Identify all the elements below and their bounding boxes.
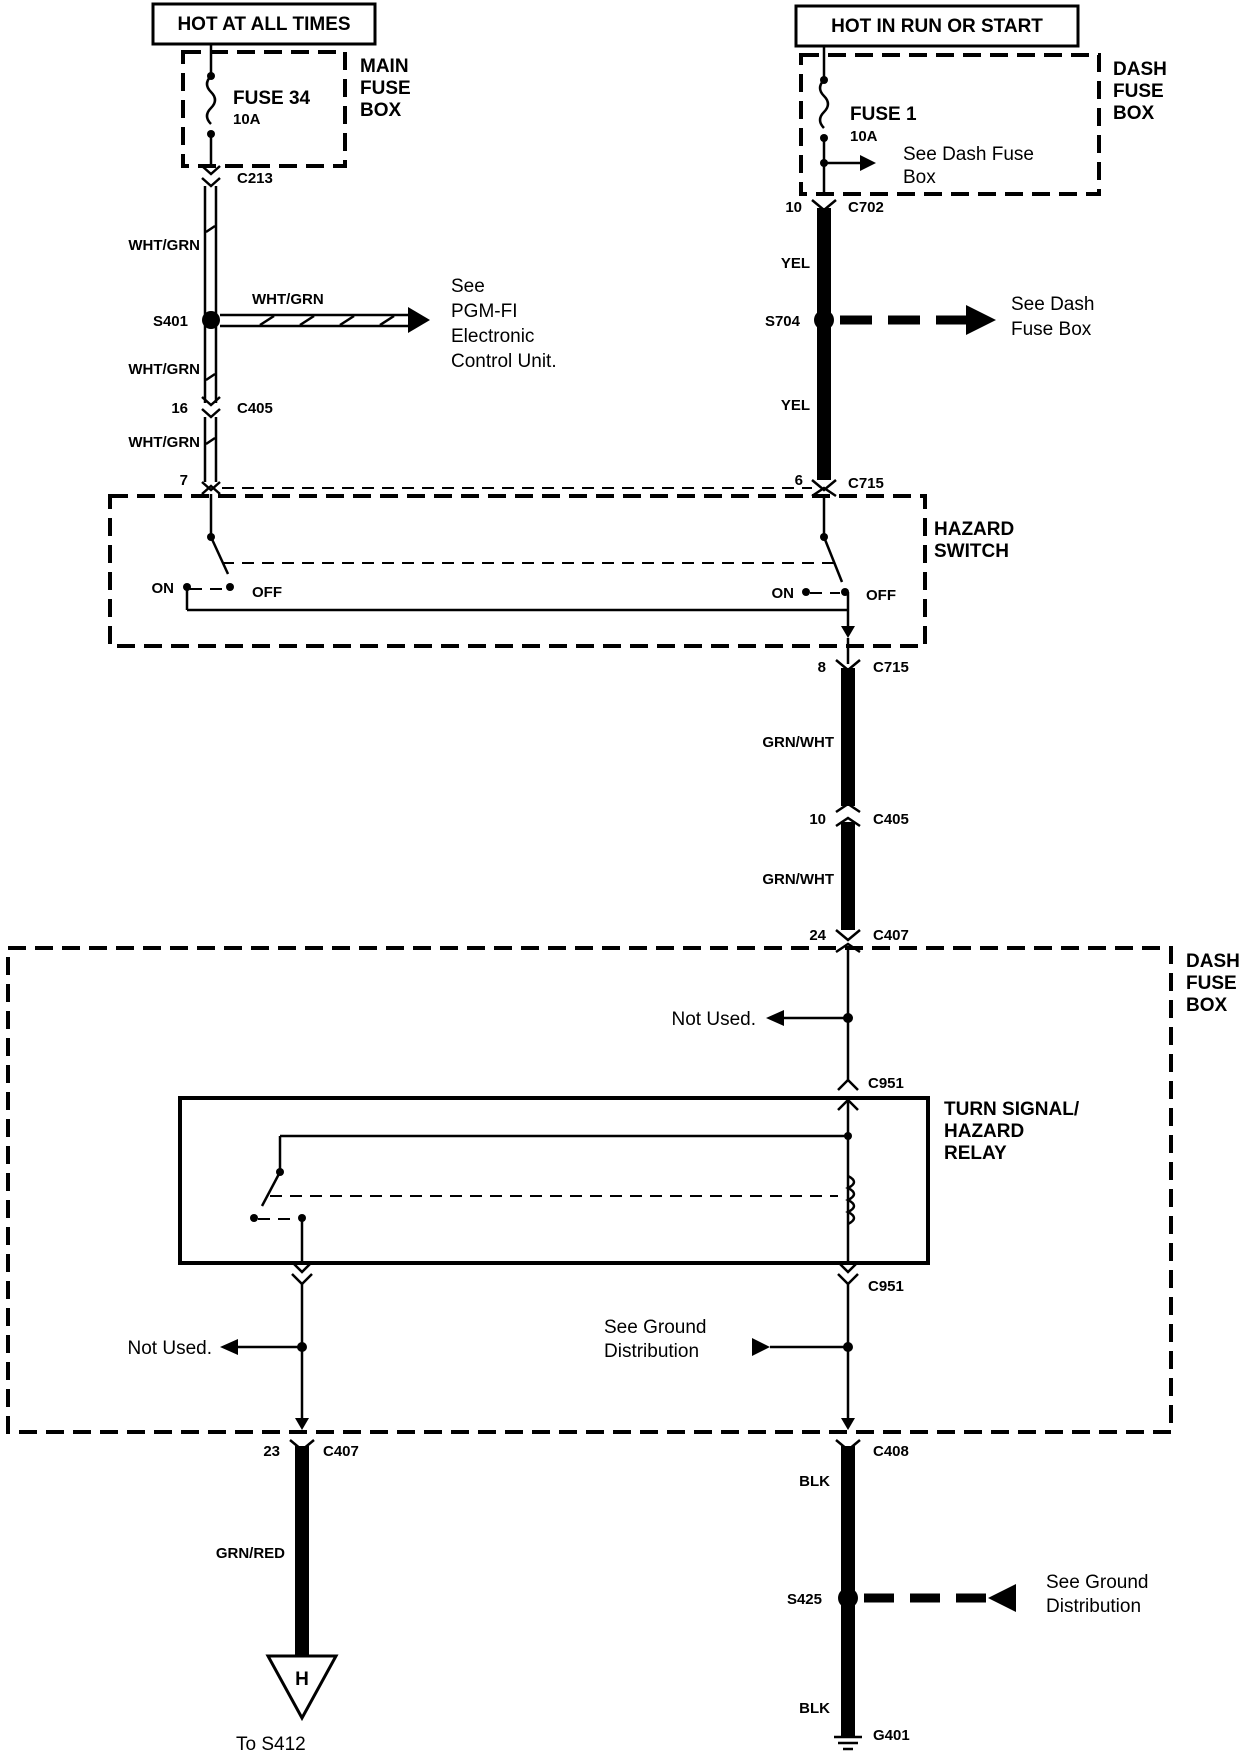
pin-7-label: 7 xyxy=(180,472,188,489)
g401-label: G401 xyxy=(873,1727,910,1744)
c405-pin-16: 16 xyxy=(171,400,188,417)
fuse-34-rating: 10A xyxy=(233,111,261,128)
wht-grn-branch-label: WHT/GRN xyxy=(252,291,324,308)
relay-coil xyxy=(845,1174,856,1226)
dash-fuse-box-bottom-label: DASH FUSE BOX xyxy=(1186,951,1245,1016)
turn-signal-relay xyxy=(178,1096,930,1265)
relay-label: TURN SIGNAL/ HAZARD RELAY xyxy=(944,1099,1084,1164)
hazard-on-left: ON xyxy=(152,580,175,597)
dash-fuse-box-top: DASH FUSE BOX FUSE 1 10A See Dash Fuse B… xyxy=(799,46,1172,196)
wht-grn-label-3: WHT/GRN xyxy=(128,434,200,451)
hot-at-all-times-label: HOT AT ALL TIMES xyxy=(177,14,350,35)
s704-splice xyxy=(814,310,834,330)
c405-label-bottom: C405 xyxy=(873,811,909,828)
not-used-top-arrow xyxy=(766,1010,784,1026)
s401-label: S401 xyxy=(153,313,188,330)
see-dash-fuse-note-2: See Dash Fuse Box xyxy=(1011,294,1100,340)
connector-h-symbol xyxy=(265,1654,339,1722)
c407-label-bottom: C407 xyxy=(323,1443,359,1460)
pin-10-label: 10 xyxy=(809,811,826,828)
hazard-on-right: ON xyxy=(772,585,795,602)
output-left: 23 C407 GRN/RED H To S412 xyxy=(216,1439,359,1754)
hazard-off-right: OFF xyxy=(866,587,896,604)
see-dash-fuse-arrow-2 xyxy=(966,305,996,335)
fuse-34-label: FUSE 34 xyxy=(233,88,311,109)
main-fuse-box: MAIN FUSE BOX FUSE 34 10A xyxy=(181,44,416,168)
c405-label-top: C405 xyxy=(237,400,273,417)
pgm-fi-arrow xyxy=(408,307,430,333)
pin-8-label: 8 xyxy=(818,659,826,676)
fuse-1-symbol xyxy=(818,79,830,129)
see-ground-note-1: See Ground Distribution xyxy=(604,1317,712,1362)
hazard-switch-label: HAZARD SWITCH xyxy=(934,519,1020,562)
dash-fuse-box-top-label: DASH FUSE BOX xyxy=(1113,59,1172,124)
s425-splice xyxy=(838,1588,858,1608)
blk-label-1: BLK xyxy=(799,1473,830,1490)
hot-in-run-label: HOT IN RUN OR START xyxy=(831,16,1043,37)
dash-fuse-box-bottom: DASH FUSE BOX Not Used. C951 TURN SIGNAL… xyxy=(6,946,1245,1434)
c213-label: C213 xyxy=(237,170,273,187)
not-used-left-arrow xyxy=(220,1339,238,1355)
grn-wht-label-1: GRN/WHT xyxy=(762,734,834,751)
not-used-top: Not Used. xyxy=(672,1009,756,1030)
not-used-left: Not Used. xyxy=(128,1338,212,1359)
lower-wire-run: 8 C715 GRN/WHT 10 C405 GRN/WHT 24 C407 xyxy=(762,638,909,954)
terminal-h: H xyxy=(295,1669,309,1690)
see-dash-fuse-arrow xyxy=(860,155,876,171)
c702-label: C702 xyxy=(848,199,884,216)
ground-symbol xyxy=(834,1735,862,1751)
yel-label-2: YEL xyxy=(781,397,810,414)
c715-label-top: C715 xyxy=(848,475,884,492)
fuse-1-label: FUSE 1 xyxy=(850,104,917,125)
grn-wht-label-2: GRN/WHT xyxy=(762,871,834,888)
hazard-off-left: OFF xyxy=(252,584,282,601)
pin-24-label: 24 xyxy=(809,927,826,944)
fuse-1-rating: 10A xyxy=(850,128,878,145)
c702-pin-10: 10 xyxy=(785,199,802,216)
s401-splice xyxy=(202,311,220,329)
s704-label: S704 xyxy=(765,313,801,330)
left-wire-run: C213 WHT/GRN S401 WHT/GRN See PGM-FI Ele… xyxy=(128,165,557,495)
hazard-switch: HAZARD SWITCH ON OFF ON OFF xyxy=(108,494,1020,648)
right-wire-run: 10 C702 YEL S704 See Dash Fuse Box YEL 6… xyxy=(222,199,1100,498)
pin-23-label: 23 xyxy=(263,1443,280,1460)
yel-label-1: YEL xyxy=(781,255,810,272)
to-s412: To S412 xyxy=(236,1734,306,1754)
pin-6-label: 6 xyxy=(795,472,803,489)
output-right: C408 BLK S425 See Ground Distribution BL… xyxy=(787,1439,1154,1751)
see-ground-note-2: See Ground Distribution xyxy=(1046,1572,1154,1617)
see-pgm-fi-note: See PGM-FI Electronic Control Unit. xyxy=(451,276,557,372)
see-ground-arrow-1 xyxy=(752,1338,770,1356)
c951-label-top: C951 xyxy=(868,1075,904,1092)
c407-label-top: C407 xyxy=(873,927,909,944)
c715-label-bottom: C715 xyxy=(873,659,909,676)
hot-in-run-box: HOT IN RUN OR START xyxy=(794,4,1080,48)
wht-grn-label-1: WHT/GRN xyxy=(128,237,200,254)
s425-label: S425 xyxy=(787,1591,822,1608)
main-fuse-box-label: MAIN FUSE BOX xyxy=(360,56,416,121)
blk-label-2: BLK xyxy=(799,1700,830,1717)
c408-label: C408 xyxy=(873,1443,909,1460)
grn-red-label: GRN/RED xyxy=(216,1545,285,1562)
see-dash-fuse-box-note: See Dash Fuse Box xyxy=(903,144,1039,188)
see-ground-arrow-2 xyxy=(988,1584,1016,1612)
hot-at-all-times-box: HOT AT ALL TIMES xyxy=(151,2,377,46)
wht-grn-label-2: WHT/GRN xyxy=(128,361,200,378)
fuse-34-symbol xyxy=(205,75,217,125)
c951-label-bottom: C951 xyxy=(868,1278,904,1295)
